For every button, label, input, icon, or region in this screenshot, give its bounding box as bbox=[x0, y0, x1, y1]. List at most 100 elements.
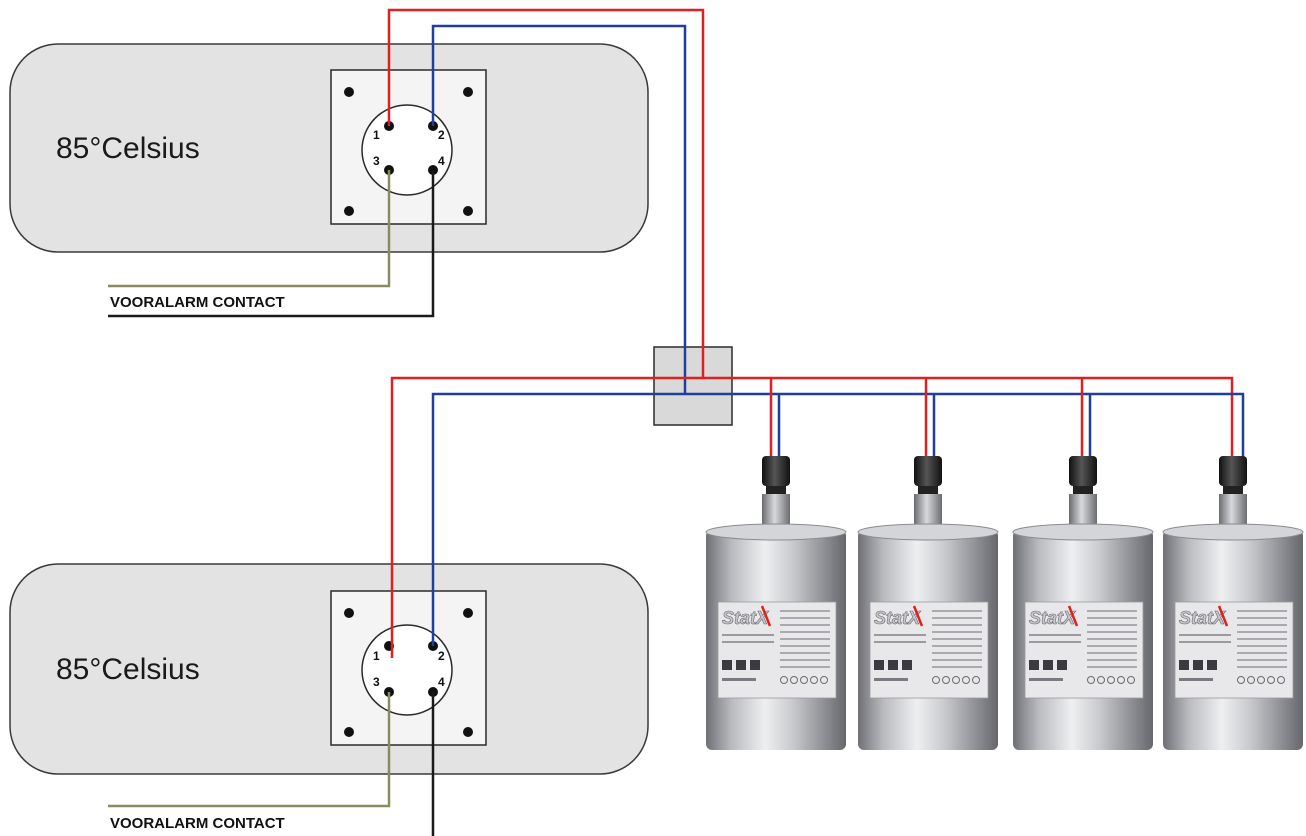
aerosol-generator: StatX bbox=[1012, 456, 1154, 750]
certification-icon bbox=[1207, 660, 1217, 670]
label-fineprint bbox=[1237, 617, 1287, 619]
label-fineprint bbox=[780, 666, 830, 668]
symbol-icon bbox=[942, 676, 950, 684]
canister-top bbox=[857, 523, 999, 541]
label-fineprint bbox=[1029, 641, 1081, 643]
symbol-icon bbox=[1237, 676, 1245, 684]
label-fineprint bbox=[932, 645, 982, 647]
label-fineprint bbox=[780, 638, 830, 640]
label-fineprint bbox=[780, 617, 830, 619]
symbol-icon bbox=[1267, 676, 1275, 684]
certification-icon bbox=[902, 660, 912, 670]
label-fineprint bbox=[1087, 638, 1137, 640]
label-fineprint bbox=[1237, 666, 1287, 668]
label-fineprint bbox=[1087, 666, 1137, 668]
label-fineprint bbox=[722, 641, 774, 643]
aerosol-generator: StatX bbox=[705, 456, 847, 750]
unit-panel bbox=[9, 43, 649, 253]
canister-top bbox=[705, 523, 847, 541]
label-fineprint bbox=[1087, 624, 1137, 626]
label-fineprint bbox=[1237, 610, 1287, 612]
certification-icon bbox=[722, 660, 732, 670]
symbol-icon bbox=[972, 676, 980, 684]
brand-logo: StatX bbox=[1179, 608, 1226, 628]
pin-4-label: 4 bbox=[438, 675, 445, 689]
wire-positive-bottom bbox=[390, 376, 1234, 658]
symbol-icon bbox=[820, 676, 828, 684]
label-fineprint bbox=[932, 652, 982, 654]
logo-accent bbox=[760, 605, 772, 627]
label-fineprint bbox=[874, 641, 926, 643]
label-fineprint bbox=[1029, 634, 1081, 636]
symbol-icon bbox=[1117, 676, 1125, 684]
power-wiring bbox=[387, 8, 1245, 658]
label-fineprint bbox=[1029, 678, 1063, 681]
label-fineprint bbox=[874, 634, 926, 636]
symbol-icon bbox=[1107, 676, 1115, 684]
gland-nut bbox=[1223, 486, 1243, 494]
label-fineprint bbox=[932, 638, 982, 640]
label-fineprint bbox=[932, 624, 982, 626]
cable-gland bbox=[1069, 456, 1097, 486]
label-fineprint bbox=[932, 631, 982, 633]
wire-negative-top bbox=[431, 24, 687, 394]
certification-icon bbox=[1193, 660, 1203, 670]
logo-accent bbox=[1067, 605, 1079, 627]
symbol-icon bbox=[800, 676, 808, 684]
vooralarm-contact-label: VOORALARM CONTACT bbox=[110, 815, 285, 832]
logo-accent bbox=[1217, 605, 1229, 627]
symbol-icon bbox=[780, 676, 788, 684]
certification-icon bbox=[750, 660, 760, 670]
label-fineprint bbox=[1087, 610, 1137, 612]
label-fineprint bbox=[722, 678, 756, 681]
label-fineprint bbox=[1087, 631, 1137, 633]
certification-icon bbox=[736, 660, 746, 670]
label-fineprint bbox=[1179, 634, 1231, 636]
mounting-screw bbox=[463, 727, 473, 737]
connector-socket bbox=[361, 104, 453, 196]
label-fineprint bbox=[1087, 652, 1137, 654]
mounting-screw bbox=[463, 608, 473, 618]
label-fineprint bbox=[780, 624, 830, 626]
label-fineprint bbox=[932, 666, 982, 668]
certification-icon bbox=[888, 660, 898, 670]
label-fineprint bbox=[1237, 638, 1287, 640]
pin-2-label: 2 bbox=[438, 128, 445, 142]
label-fineprint bbox=[722, 634, 774, 636]
brand-logo: StatX bbox=[1029, 608, 1076, 628]
cable-gland bbox=[914, 456, 942, 486]
cable-gland bbox=[762, 456, 790, 486]
label-fineprint bbox=[932, 659, 982, 661]
symbol-icon bbox=[1087, 676, 1095, 684]
contact-wire-pin4 bbox=[108, 170, 435, 318]
label-fineprint bbox=[1179, 641, 1231, 643]
mounting-screw bbox=[463, 87, 473, 97]
label-fineprint bbox=[780, 652, 830, 654]
label-fineprint bbox=[932, 610, 982, 612]
vooralarm-contact-label: VOORALARM CONTACT bbox=[110, 294, 285, 311]
symbol-icon bbox=[1257, 676, 1265, 684]
symbol-icon bbox=[1277, 676, 1285, 684]
symbol-icon bbox=[810, 676, 818, 684]
connector-socket bbox=[361, 624, 453, 716]
label-fineprint bbox=[780, 610, 830, 612]
mounting-screw bbox=[344, 206, 354, 216]
symbol-icon bbox=[962, 676, 970, 684]
junction-box bbox=[653, 346, 733, 426]
heat-detector-unit-top: 85°Celsius 1 2 3 4 VOORALARM CONTACT bbox=[9, 43, 649, 318]
label-fineprint bbox=[1237, 645, 1287, 647]
heat-detector-unit-bottom: 85°Celsius 1 2 3 4 VOORALARM CONTACT bbox=[9, 563, 649, 836]
mounting-screw bbox=[344, 727, 354, 737]
temperature-label: 85°Celsius bbox=[56, 132, 200, 165]
aerosol-generator: StatX bbox=[857, 456, 999, 750]
pin-4-label: 4 bbox=[438, 154, 445, 168]
unit-panel bbox=[9, 563, 649, 775]
canister-top bbox=[1162, 523, 1304, 541]
mounting-screw bbox=[344, 87, 354, 97]
gland-nut bbox=[918, 486, 938, 494]
pin-3-label: 3 bbox=[373, 154, 380, 168]
product-label bbox=[717, 601, 837, 699]
wire-negative-bottom bbox=[431, 392, 1245, 646]
contact-wire-pin3 bbox=[108, 692, 391, 808]
